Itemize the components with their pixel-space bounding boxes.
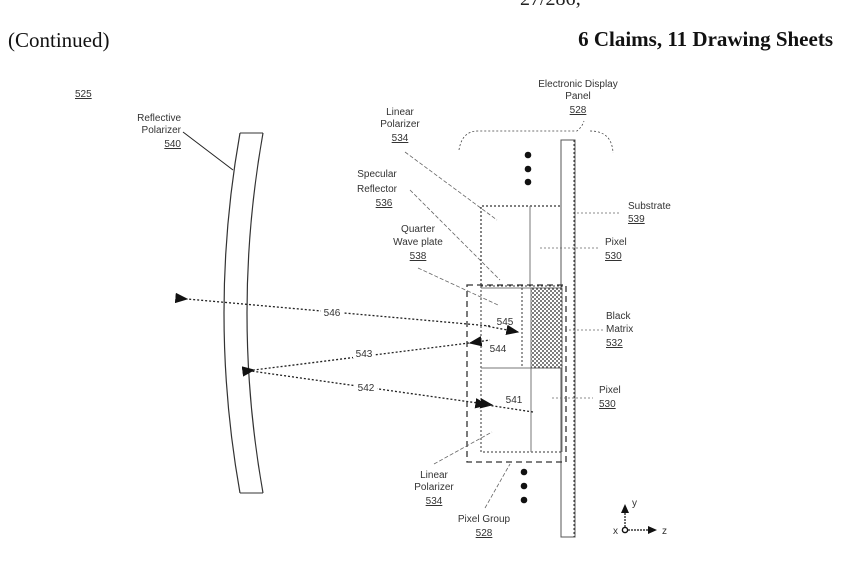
ellipsis-dots-top: [524, 151, 532, 186]
svg-text:543: 543: [356, 349, 373, 360]
pixel-bottom-label: Pixel 530: [599, 385, 621, 410]
svg-text:Matrix: Matrix: [606, 324, 633, 335]
svg-text:540: 540: [164, 139, 181, 150]
substrate-label: Substrate 539: [628, 201, 671, 225]
svg-text:Black: Black: [606, 311, 631, 322]
svg-text:Electronic Display: Electronic Display: [538, 79, 617, 90]
svg-text:Pixel Group: Pixel Group: [458, 514, 511, 525]
pixel-top-label: Pixel 530: [605, 237, 627, 262]
display-panel-brace: [458, 120, 614, 154]
svg-text:536: 536: [376, 198, 393, 209]
ray-541: 541: [474, 395, 534, 413]
svg-text:541: 541: [506, 395, 523, 406]
svg-text:542: 542: [358, 383, 375, 394]
black-matrix: [530, 287, 563, 369]
linear-polarizer-bottom-label: Linear Polarizer 534: [414, 470, 454, 507]
svg-text:Pixel: Pixel: [599, 385, 621, 396]
svg-text:Polarizer: Polarizer: [380, 119, 420, 130]
figure-ref-label: 525: [75, 89, 92, 100]
svg-text:Linear: Linear: [420, 470, 448, 481]
quarter-wave-plate-leader: [417, 267, 499, 306]
svg-text:530: 530: [605, 251, 622, 262]
upper-pixel-block: [480, 205, 560, 286]
continued-classification-fragment: 27/286;: [520, 0, 581, 11]
ray-546: 546: [174, 292, 491, 327]
svg-text:544: 544: [490, 344, 507, 355]
axis-y-label: y: [632, 498, 637, 509]
quarter-wave-plate-label: Quarter Wave plate 538: [393, 224, 443, 262]
svg-text:Panel: Panel: [565, 91, 591, 102]
svg-text:538: 538: [410, 251, 427, 262]
svg-text:539: 539: [628, 214, 645, 225]
svg-text:530: 530: [599, 399, 616, 410]
specular-reflector-label: Specular Reflector 536: [357, 169, 398, 209]
svg-text:Quarter: Quarter: [401, 224, 436, 235]
reflective-polarizer-label: Reflective Polarizer 540: [137, 113, 182, 150]
svg-text:Reflector: Reflector: [357, 184, 398, 195]
ray-543: 543: [241, 341, 478, 377]
reflective-polarizer: [223, 132, 264, 494]
linear-polarizer-bottom-leader: [433, 431, 493, 465]
ellipsis-dots-bottom: [520, 468, 528, 504]
specular-reflector-leader: [409, 189, 501, 281]
axes-indicator: y z x: [613, 498, 667, 537]
pixel-group-leader: [484, 463, 511, 509]
svg-text:Polarizer: Polarizer: [142, 125, 182, 136]
svg-text:Linear: Linear: [386, 107, 414, 118]
svg-text:Specular: Specular: [357, 169, 397, 180]
reflective-polarizer-leader: [182, 131, 234, 171]
black-matrix-label: Black Matrix 532: [606, 311, 633, 349]
continued-label: (Continued): [8, 28, 110, 52]
axis-x-label: x: [613, 526, 618, 537]
svg-text:Substrate: Substrate: [628, 201, 671, 212]
svg-text:528: 528: [570, 105, 587, 116]
ray-544: 544: [468, 336, 507, 355]
electronic-display-panel-label: Electronic Display Panel 528: [538, 79, 617, 116]
svg-text:534: 534: [426, 496, 443, 507]
ray-542: 542: [250, 370, 494, 409]
svg-text:545: 545: [497, 317, 514, 328]
svg-text:546: 546: [324, 308, 341, 319]
svg-text:534: 534: [392, 133, 409, 144]
svg-text:Pixel: Pixel: [605, 237, 627, 248]
svg-text:Wave plate: Wave plate: [393, 237, 443, 248]
axis-z-label: z: [662, 526, 667, 537]
pixel-group-label: Pixel Group 528: [458, 514, 511, 539]
substrate: [560, 139, 576, 538]
linear-polarizer-top-label: Linear Polarizer 534: [380, 107, 420, 144]
svg-text:Polarizer: Polarizer: [414, 482, 454, 493]
svg-text:532: 532: [606, 338, 623, 349]
svg-text:Reflective: Reflective: [137, 113, 181, 124]
ray-545: 545: [485, 317, 520, 335]
claims-drawing-sheets: 6 Claims, 11 Drawing Sheets: [578, 27, 833, 51]
pixel-group-box: [466, 284, 567, 463]
svg-text:528: 528: [476, 528, 493, 539]
linear-polarizer-top-leader: [404, 151, 498, 221]
